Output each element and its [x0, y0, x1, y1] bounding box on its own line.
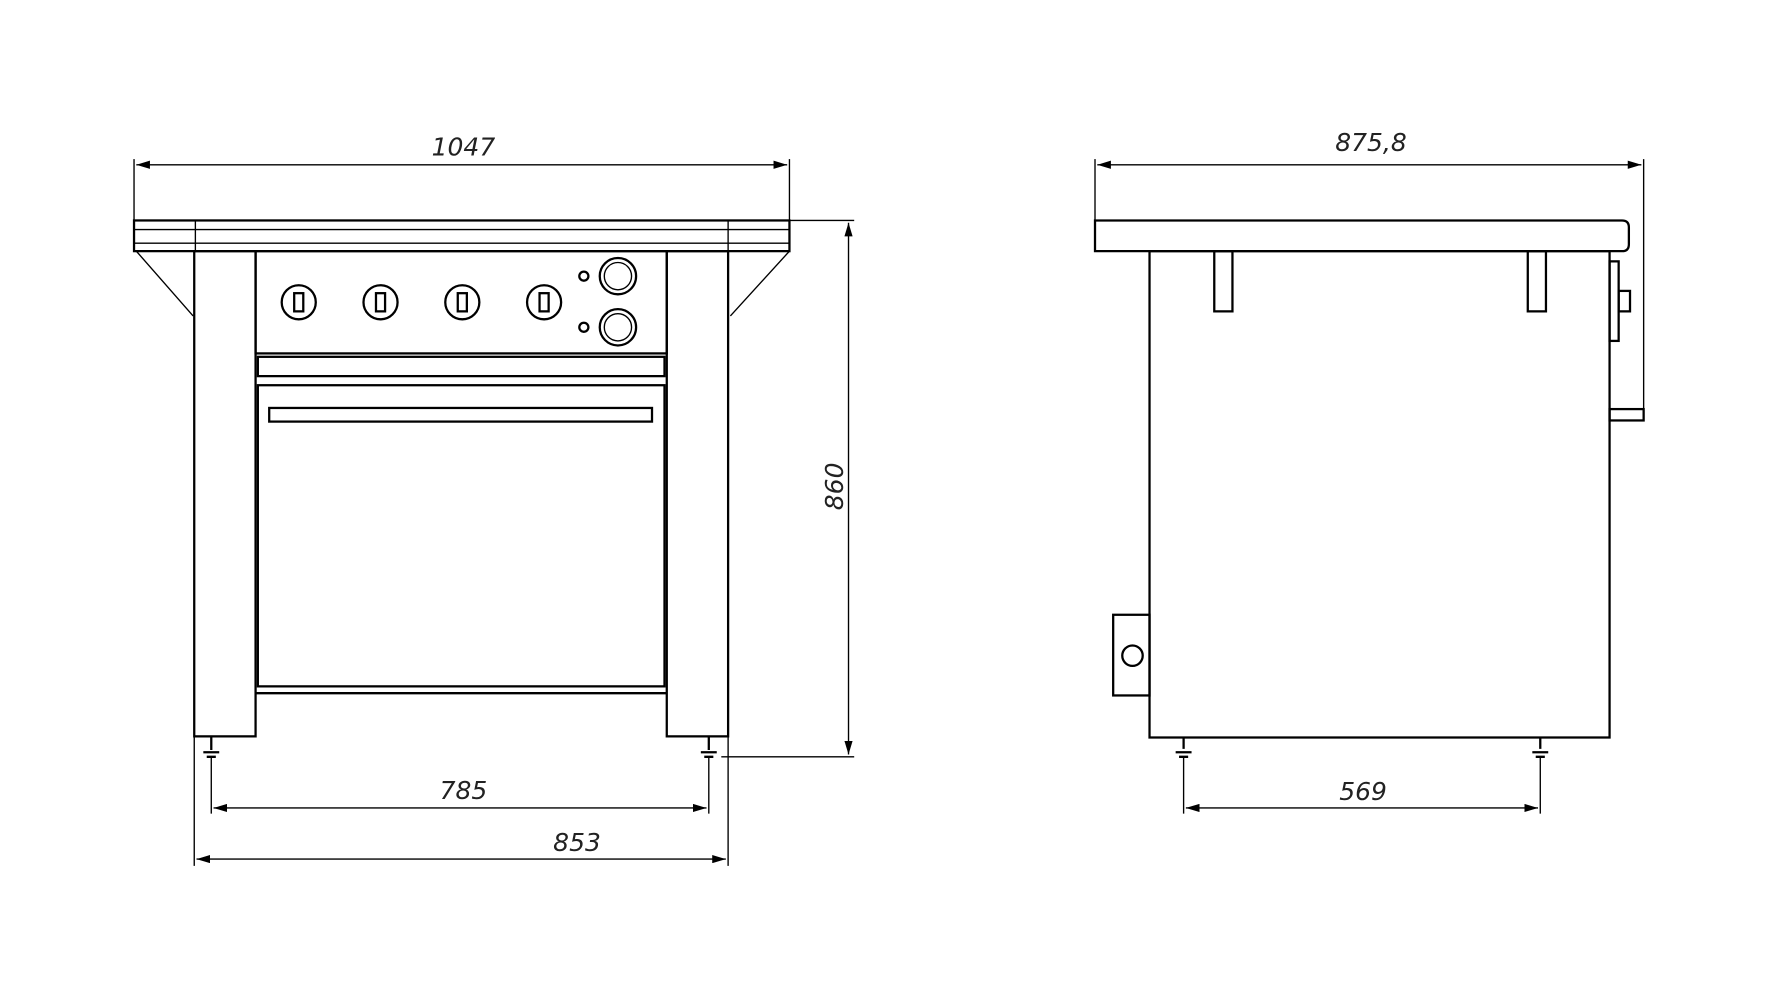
trim-strip [256, 355, 666, 378]
side-view: 875,8 569 [1093, 128, 1645, 814]
dim-leg-span-side: 569 [1339, 777, 1387, 806]
dim-overall-depth: 875,8 [1335, 128, 1407, 157]
thermostat-knob-icon [598, 256, 638, 296]
adjustable-feet [203, 736, 717, 758]
timer-knob-icon [598, 307, 638, 347]
dim-leg-span-outer: 853 [553, 828, 601, 857]
terminal-box [1112, 613, 1151, 697]
knob-icon [525, 284, 563, 321]
oven-door [256, 384, 666, 688]
front-view: 1047 860 785 853 [132, 133, 855, 866]
mounting-bracket [1526, 250, 1548, 313]
oven-handle [268, 406, 654, 423]
side-body [1148, 250, 1611, 739]
dim-leg-span-inner: 785 [440, 776, 488, 805]
dim-height: 860 [820, 463, 849, 511]
worktop-side [1093, 219, 1631, 253]
worktop-front [132, 219, 791, 253]
knob-icon [280, 284, 317, 321]
indicator-light-icon [578, 321, 590, 333]
right-leg [665, 250, 730, 738]
rear-handle [1608, 407, 1645, 422]
rear-panel-fitting [1608, 260, 1620, 343]
knob-icon [362, 284, 399, 321]
left-leg [193, 250, 257, 738]
indicator-light-icon [578, 270, 590, 282]
burner-knobs [280, 284, 563, 321]
side-brackets [135, 250, 790, 317]
knob-icon [444, 284, 481, 321]
cable-gland-icon [1121, 644, 1144, 668]
dim-overall-width: 1047 [432, 133, 496, 162]
mounting-bracket [1213, 250, 1234, 313]
adjustable-feet [1175, 737, 1549, 758]
control-panel [254, 250, 668, 355]
oven-controls [578, 256, 638, 347]
